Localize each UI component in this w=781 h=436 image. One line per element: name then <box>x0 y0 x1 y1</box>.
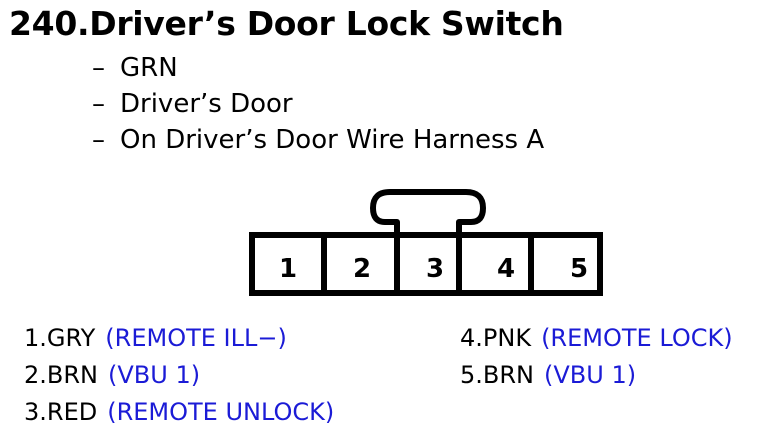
pin-function: (REMOTE LOCK) <box>541 324 733 352</box>
pin-wire-code: 2.BRN <box>24 361 98 389</box>
detail-text: Driver’s Door <box>120 89 293 119</box>
pinout-row: 3.RED (REMOTE UNLOCK) <box>24 394 334 431</box>
pin-wire-code: 4.PNK <box>460 324 532 352</box>
pinout-row: 4.PNK (REMOTE LOCK) <box>460 320 733 357</box>
pin-function: (REMOTE ILL−) <box>105 324 287 352</box>
pinout-right-column: 4.PNK (REMOTE LOCK) 5.BRN (VBU 1) <box>460 320 733 394</box>
pin-function: (VBU 1) <box>544 361 637 389</box>
pin-wire-code: 5.BRN <box>460 361 534 389</box>
pin-number-3: 3 <box>426 254 444 284</box>
pinout-row: 5.BRN (VBU 1) <box>460 357 733 394</box>
connector-details: –GRN –Driver’s Door –On Driver’s Door Wi… <box>92 50 544 158</box>
detail-dash: – <box>92 125 105 155</box>
pin-number-5: 5 <box>570 254 588 284</box>
detail-dash: – <box>92 89 105 119</box>
page-title: 240.Driver’s Door Lock Switch <box>9 4 564 43</box>
detail-text: GRN <box>120 53 178 83</box>
detail-harness: –On Driver’s Door Wire Harness A <box>92 122 544 158</box>
connector-body <box>249 232 603 296</box>
pin-number-4: 4 <box>497 254 515 284</box>
pinout-row: 2.BRN (VBU 1) <box>24 357 334 394</box>
detail-color: –GRN <box>92 50 544 86</box>
pin-wire-code: 1.GRY <box>24 324 96 352</box>
pin-function: (VBU 1) <box>108 361 201 389</box>
pin-number-1: 1 <box>279 254 297 284</box>
detail-text: On Driver’s Door Wire Harness A <box>120 125 545 155</box>
pin-wire-code: 3.RED <box>24 398 98 426</box>
detail-location: –Driver’s Door <box>92 86 544 122</box>
detail-dash: – <box>92 53 105 83</box>
connector-lock-tab <box>370 189 486 235</box>
pin-number-2: 2 <box>353 254 371 284</box>
pinout-left-column: 1.GRY (REMOTE ILL−) 2.BRN (VBU 1) 3.RED (RE… <box>24 320 334 431</box>
pinout-row: 1.GRY (REMOTE ILL−) <box>24 320 334 357</box>
pin-function: (REMOTE UNLOCK) <box>107 398 335 426</box>
